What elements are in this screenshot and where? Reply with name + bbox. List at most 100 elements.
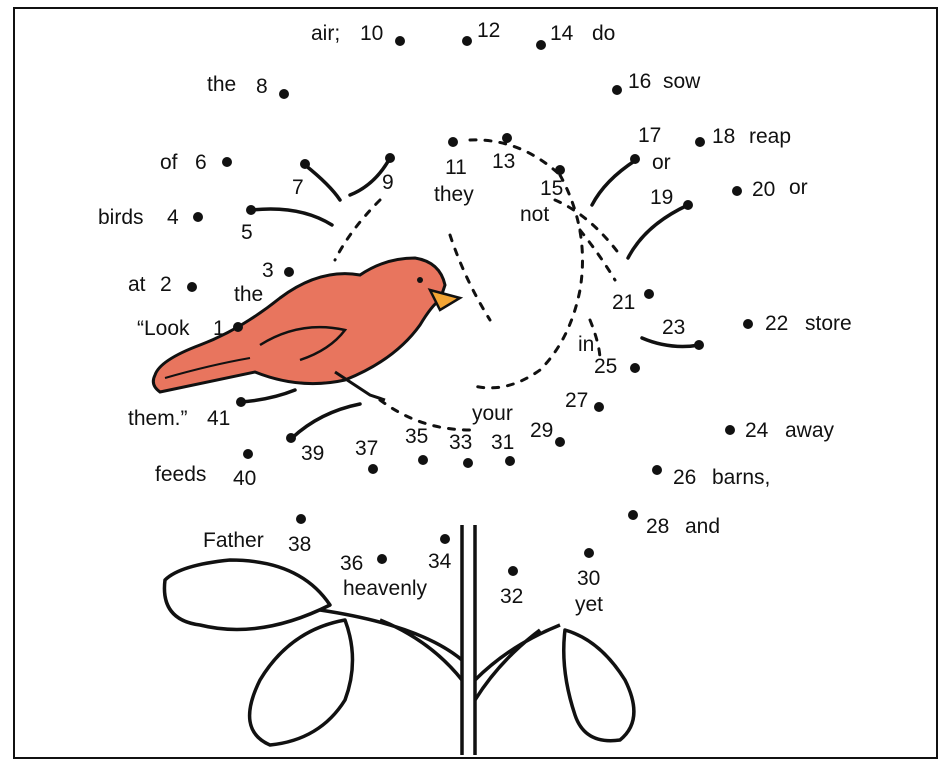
bird-beak [427, 288, 464, 312]
word-yet: yet [575, 593, 604, 616]
dot-29[interactable] [555, 437, 565, 447]
word-sow: sow [663, 70, 701, 93]
number-14: 14 [550, 22, 574, 45]
leaf-right [562, 628, 636, 743]
word-and: and [685, 515, 721, 538]
dot-3[interactable] [284, 267, 294, 277]
number-20: 20 [752, 178, 776, 201]
dot-28[interactable] [628, 510, 638, 520]
dot-31[interactable] [505, 456, 515, 466]
dot-39[interactable] [286, 433, 296, 443]
number-30: 30 [577, 567, 601, 590]
dot-26[interactable] [652, 465, 662, 475]
word-not: not [520, 203, 550, 226]
dot-20[interactable] [732, 186, 742, 196]
bird-leg [334, 370, 386, 402]
guide-dashes [333, 138, 622, 432]
dot-6[interactable] [222, 157, 232, 167]
dot-5[interactable] [246, 205, 256, 215]
number-12: 12 [477, 19, 501, 42]
dot-11[interactable] [448, 137, 458, 147]
dot-21[interactable] [644, 289, 654, 299]
dot-1[interactable] [233, 322, 243, 332]
number-11: 11 [445, 156, 467, 179]
word-your: your [472, 402, 513, 425]
dot-4[interactable] [193, 212, 203, 222]
leaf-lower-left [247, 618, 355, 747]
word-or-2: or [789, 176, 808, 199]
word-birds: birds [98, 206, 144, 229]
number-5: 5 [241, 221, 253, 244]
dot-8[interactable] [279, 89, 289, 99]
dot-40[interactable] [243, 449, 253, 459]
plant-branch-right [473, 623, 561, 701]
number-9: 9 [382, 171, 394, 194]
word-store: store [805, 312, 852, 335]
dot-37[interactable] [368, 464, 378, 474]
dot-23[interactable] [694, 340, 704, 350]
bird-eye [417, 277, 423, 283]
dot-13[interactable] [502, 133, 512, 143]
number-40: 40 [233, 467, 257, 490]
number-37: 37 [355, 437, 379, 460]
dot-35[interactable] [418, 455, 428, 465]
number-38: 38 [288, 533, 312, 556]
number-22: 22 [765, 312, 789, 335]
dot-19[interactable] [683, 200, 693, 210]
number-18: 18 [712, 125, 736, 148]
word-do: do [592, 22, 616, 45]
leaf-top-left [162, 558, 332, 632]
word-away: away [785, 419, 835, 442]
dot-2[interactable] [187, 282, 197, 292]
number-21: 21 [612, 291, 636, 314]
number-32: 32 [500, 585, 524, 608]
number-8: 8 [256, 75, 268, 98]
dot-38[interactable] [296, 514, 306, 524]
bird-wing [259, 325, 348, 362]
dot-22[interactable] [743, 319, 753, 329]
dot-32[interactable] [508, 566, 518, 576]
number-23: 23 [662, 316, 686, 339]
word-or-1: or [652, 151, 671, 174]
dot-24[interactable] [725, 425, 735, 435]
dot-18[interactable] [695, 137, 705, 147]
dot-30[interactable] [584, 548, 594, 558]
dot-14[interactable] [536, 40, 546, 50]
dot-15[interactable] [555, 165, 565, 175]
dot-12[interactable] [462, 36, 472, 46]
number-3: 3 [262, 259, 274, 282]
number-16: 16 [628, 70, 652, 93]
dot-25[interactable] [630, 363, 640, 373]
number-28: 28 [646, 515, 670, 538]
number-24: 24 [745, 419, 769, 442]
word-at: at [128, 273, 146, 296]
word-reap: reap [749, 125, 792, 148]
dot-33[interactable] [463, 458, 473, 468]
dot-10[interactable] [395, 36, 405, 46]
word-they: they [434, 183, 474, 206]
bird-tail-line [164, 357, 251, 379]
dot-27[interactable] [594, 402, 604, 412]
word-feeds: feeds [155, 463, 207, 486]
dot-36[interactable] [377, 554, 387, 564]
dot-16[interactable] [612, 85, 622, 95]
dot-17[interactable] [630, 154, 640, 164]
dot-7[interactable] [300, 159, 310, 169]
number-25: 25 [594, 355, 618, 378]
plant-stem [460, 525, 477, 755]
dot-41[interactable] [236, 397, 246, 407]
dot-9[interactable] [385, 153, 395, 163]
number-2: 2 [160, 273, 172, 296]
dot-34[interactable] [440, 534, 450, 544]
plant-branch-left [319, 608, 464, 682]
number-17: 17 [638, 124, 662, 147]
word-the-2: the [207, 73, 237, 96]
word-the-1: the [234, 283, 264, 306]
number-36: 36 [340, 552, 364, 575]
number-39: 39 [301, 442, 325, 465]
number-13: 13 [492, 150, 516, 173]
word-of: of [160, 151, 178, 174]
number-4: 4 [167, 206, 179, 229]
number-29: 29 [530, 419, 554, 442]
word-barns: barns, [712, 466, 771, 489]
